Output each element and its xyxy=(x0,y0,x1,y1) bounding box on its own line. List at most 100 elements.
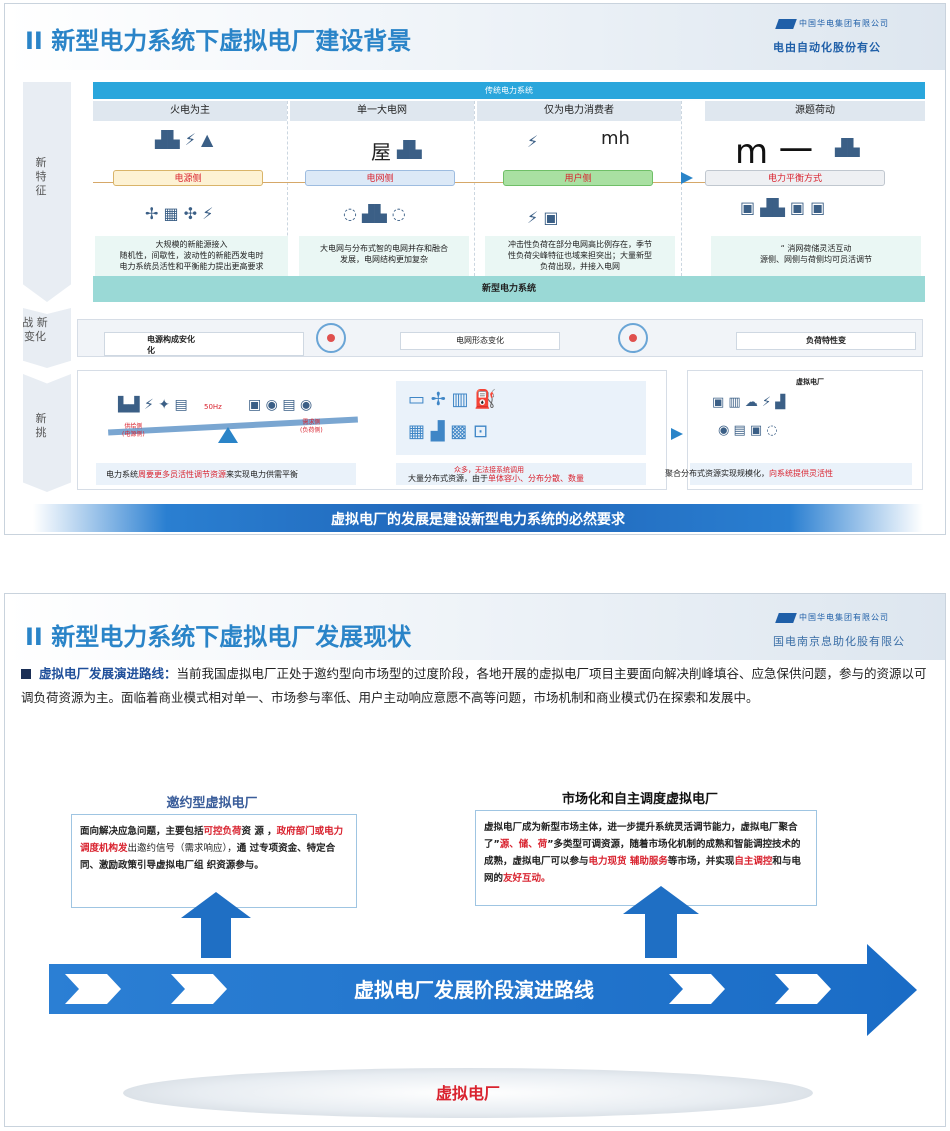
desc-text: 大电网与分布式智的电网并存和融合 发展，电网结构更加复杂 xyxy=(320,244,448,264)
feature-desc-grid: 大电网与分布式智的电网并存和融合 发展，电网结构更加复杂 xyxy=(299,236,469,276)
resources-icons-row2: ▦ ▟ ▩ ⊡ xyxy=(408,421,489,442)
arrow-right-icon xyxy=(681,172,693,184)
text-part-red: 自主调控 xyxy=(734,856,773,867)
logo-small-text: 中国华电集团有限公司 xyxy=(799,613,889,622)
slide-status-section: II 新型电力系统下虚拟电厂发展现状 中国华电集团有限公司 国电南京息助化股有限… xyxy=(4,593,946,1127)
change-grid: 电网形态变化 xyxy=(400,332,560,350)
market-vpp-title: 市场化和自主调度虚拟电厂 xyxy=(561,792,718,807)
challenge-overlay-text: 众多，无法接系统调用 xyxy=(454,466,524,474)
challenge-box-vpp: 虚拟电厂 ▣ ▥ ☁ ⚡ ▟ ◉ ▤ ▣ ◌ xyxy=(687,370,923,490)
challenge-text-2: 大量分布式资源，由于单体容小、分布分散、数量 xyxy=(408,473,584,484)
feature-head: 源题荷动 xyxy=(705,101,925,121)
resources-icons-row1: ▭ ✢ ▥ ⛽ xyxy=(408,389,497,410)
balance-glyph: m 一 xyxy=(735,132,813,172)
feature-head: 单一大电网 xyxy=(290,101,474,121)
text-part: 等市场，并实现 xyxy=(667,856,735,867)
desc-text: 大规模的新能源接入 随机性，间歇性，波动性的新能西发电时 电力系统员活性和平衡能… xyxy=(119,240,264,271)
feature-desc-source: 大规模的新能源接入 随机性，间歇性，波动性的新能西发电时 电力系统员活性和平衡能… xyxy=(95,236,288,276)
desc-text: “ 消网荷储灵活互动 源侧、网侧与荷侧均可员活调节 xyxy=(760,244,872,264)
power-plant-icon: ▟▙ ⚡ ▲ xyxy=(155,130,214,149)
change-load: 负荷特性变 xyxy=(736,332,916,350)
side-label-features: 新特征 xyxy=(35,156,47,197)
challenge-box-main: ▙▟ ⚡ ✦ ▤ 50Hz ▣ ◉ ▤ ◉ 供给侧 (电源侧) 需求侧 (负荷侧… xyxy=(77,370,667,490)
text-part-red: 向系统提供灵活性 xyxy=(769,469,833,478)
text-part: 聚合分布式资源实现规模化， xyxy=(665,469,769,478)
text-part: 和与电网的 xyxy=(484,856,801,884)
scale-pivot-icon xyxy=(218,427,238,443)
vpp-diagram-label: 虚拟电厂 xyxy=(796,378,824,386)
text-part: 来实现电力供需平衡 xyxy=(226,470,298,479)
text-part-red: 周要更多员活性调节资源 xyxy=(138,470,226,479)
meter-icon: ⚡ xyxy=(527,132,539,151)
company-logo: 中国华电集团有限公司 电由自动化股份有公 xyxy=(773,18,923,55)
text-part: 电力系统 xyxy=(106,470,138,479)
text-part-red: 电力现货 辅助服务 xyxy=(588,856,668,867)
text-part: 虚拟电厂成为新型市场主体，进一步提升系统灵活调节能力，虚拟电厂聚合了” xyxy=(484,822,798,850)
text-part-red: 友好互动。 xyxy=(503,873,551,884)
change-source: 电源构成安化 化 xyxy=(104,332,304,356)
text-part: 通 过专项资金、特定合同、激励政策引导虚拟电厂组 织资源参与。 xyxy=(80,843,336,871)
challenge-text-3: 聚合分布式资源实现规模化，向系统提供灵活性 xyxy=(665,468,833,479)
feature-desc-user: 冲击性负荷在部分电网高比例存在，季节 性负荷尖峰特征也域来担突出；大量新型 负荷… xyxy=(485,236,675,276)
scale-left-label: 供给侧 (电源侧) xyxy=(122,423,145,438)
header-band xyxy=(5,594,945,660)
challenge-text-bar-1 xyxy=(96,463,356,485)
challenge-text-bar-2 xyxy=(396,463,646,485)
pill-grid-side: 电网侧 xyxy=(305,170,455,186)
new-system-bar: 新型电力系统 xyxy=(93,276,925,302)
intro-paragraph: 虚拟电厂发展演进路线：当前我国虚拟电厂正处于邀约型向市场型的过度阶段，各地开展的… xyxy=(21,662,931,710)
text-part-red: 可控负荷 xyxy=(203,826,242,837)
vpp-ellipse-label: 虚拟电厂 xyxy=(435,1084,500,1103)
feature-head: 仅为电力消费者 xyxy=(477,101,681,121)
side-label-changes: 战 新变化 xyxy=(22,316,48,343)
renewable-icon: ✢ ▦ ✣ ⚡ xyxy=(145,204,214,223)
desc-text: 冲击性负荷在部分电网高比例存在，季节 性负荷尖峰特征也域来担突出；大量新型 负荷… xyxy=(508,240,652,271)
text-part-red: 源、储、荷 xyxy=(499,839,548,850)
interaction-icon: ▟▙ xyxy=(835,138,860,157)
changes-row: 电源构成安化 化 电网形态变化 负荷特性变 xyxy=(77,319,923,357)
side-chevron-changes xyxy=(23,308,71,368)
pill-user-side: 用户侧 xyxy=(503,170,653,186)
traditional-system-bar: 传统电力系统 xyxy=(93,82,925,99)
bullet-square-icon xyxy=(21,669,31,679)
text-part-red: 单体容小、分布分散、数量 xyxy=(488,474,584,483)
logo-swoosh-icon xyxy=(775,18,797,29)
vpp-ellipse xyxy=(123,1068,813,1118)
feature-head: 火电为主 xyxy=(93,101,287,121)
company-name: 国电南京息助化股有限公 xyxy=(773,635,905,648)
scale-top-label: 50Hz xyxy=(204,403,222,411)
factory-icon: ▙▟ ⚡ ✦ ▤ xyxy=(118,397,188,413)
company-name: 电由自动化股份有公 xyxy=(773,41,881,54)
atom-icon xyxy=(618,323,648,353)
evolution-arrow-label: 虚拟电厂发展阶段演进路线 xyxy=(354,978,594,1002)
conclusion-banner: 虚拟电厂的发展是建设新型电力系统的必然要求 xyxy=(33,504,923,532)
storage-network-icon: ▣ ▟▙ ▣ ▣ xyxy=(740,198,826,217)
grid-glyph: 屋 xyxy=(371,140,391,164)
feature-desc-balance: “ 消网荷储灵活互动 源侧、网侧与荷侧均可员活调节 xyxy=(711,236,921,276)
vpp-resources-icon: ◉ ▤ ▣ ◌ xyxy=(718,423,778,438)
scale-right-label: 需求侧 (负荷侧) xyxy=(300,419,323,434)
page-title: II 新型电力系统下虚拟电厂建设背景 xyxy=(25,27,412,55)
challenge-text-1: 电力系统周要更多员活性调节资源来实现电力供需平衡 xyxy=(106,469,298,480)
challenge-text-bar-3 xyxy=(690,463,912,485)
text-part: 资 源 ， xyxy=(241,826,277,837)
text-part: ”多类型可调资源，随着市场化机制的成熟和智能调控技术的成熟，虚拟电厂可以参与 xyxy=(484,839,801,867)
evolution-arrow-icon xyxy=(49,944,917,1036)
vpp-ellipse-area: 虚拟电厂 xyxy=(5,1052,945,1126)
header-band xyxy=(5,4,945,70)
text-part: 面向解决应急问题，主要包括 xyxy=(80,826,204,837)
page-title: II 新型电力系统下虚拟电厂发展现状 xyxy=(25,623,412,651)
pill-source-side: 电源侧 xyxy=(113,170,263,186)
substation-icon: ▟▙ xyxy=(397,140,422,159)
logo-swoosh-icon xyxy=(775,612,797,623)
market-vpp-desc: 虚拟电厂成为新型市场主体，进一步提升系统灵活调节能力，虚拟电厂聚合了”源、储、荷… xyxy=(475,810,817,906)
arrow-right-icon xyxy=(671,428,683,440)
side-label-challenges: 新挑 xyxy=(35,412,47,439)
invitation-vpp-title: 邀约型虚拟电厂 xyxy=(166,796,258,811)
up-arrow-left-icon xyxy=(181,892,251,958)
user-glyph: mh xyxy=(601,128,630,149)
car-house-icon: ▣ ◉ ▤ ◉ xyxy=(248,397,313,413)
text-part: 大量分布式资源，由于 xyxy=(408,474,488,483)
para-body: 当前我国虚拟电厂正处于邀约型向市场型的过度阶段，各地开展的虚拟电厂项目主要面向解… xyxy=(21,666,927,705)
up-arrow-right-icon xyxy=(623,886,699,958)
